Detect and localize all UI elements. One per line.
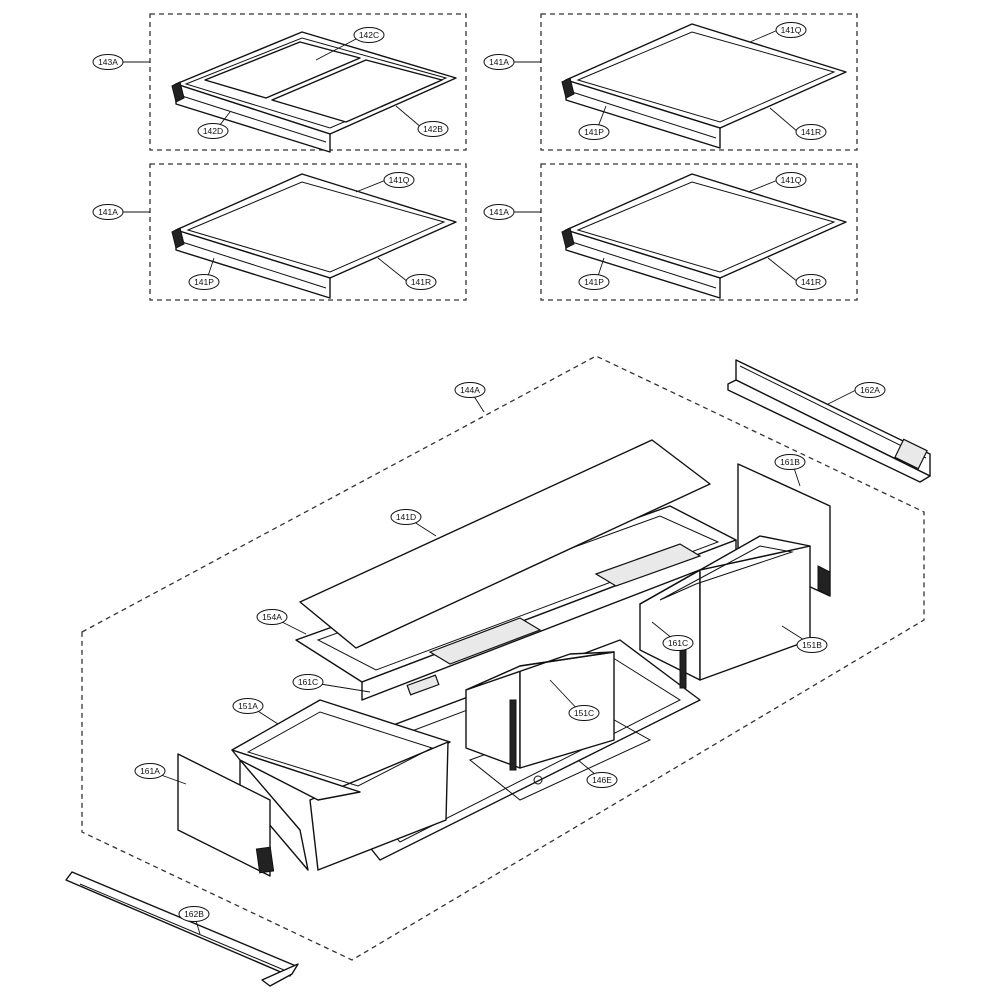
callout-141p: 141P [578, 274, 610, 290]
svg-text:141A: 141A [489, 207, 509, 217]
callout-161c: 161C [292, 674, 324, 690]
dashed-frame [540, 13, 858, 151]
svg-text:144A: 144A [460, 385, 480, 395]
callout-141q: 141Q [775, 172, 807, 188]
dashed-frame [149, 13, 467, 151]
svg-text:141R: 141R [801, 277, 821, 287]
dashed-frame [149, 163, 467, 301]
callout-151c: 151C [568, 705, 600, 721]
svg-text:151B: 151B [802, 640, 822, 650]
callout-141p: 141P [188, 274, 220, 290]
callout-151a: 151A [232, 698, 264, 714]
svg-text:151C: 151C [574, 708, 594, 718]
drawer-151b [639, 535, 811, 689]
callout-142c: 142C [353, 27, 385, 43]
callout-142d: 142D [197, 123, 229, 139]
callout-141d: 141D [390, 509, 422, 525]
callout-161c: 161C [662, 635, 694, 651]
svg-text:142D: 142D [203, 126, 223, 136]
callout-141r: 141R [795, 274, 827, 290]
callout-141a: 141A [483, 204, 515, 220]
svg-text:151A: 151A [238, 701, 258, 711]
callout-141p: 141P [578, 124, 610, 140]
drawer-151a [231, 699, 451, 871]
svg-text:146E: 146E [592, 775, 612, 785]
drawer-assembly-frame [81, 355, 925, 961]
shelf-assembly-143a [149, 13, 467, 153]
svg-text:141R: 141R [801, 127, 821, 137]
callout-141r: 141R [795, 124, 827, 140]
svg-text:141A: 141A [489, 57, 509, 67]
callout-144a: 144A [454, 382, 486, 398]
cover-161a [177, 753, 271, 877]
callout-141a: 141A [483, 54, 515, 70]
cover-frame-154a [295, 505, 737, 701]
svg-text:141A: 141A [98, 207, 118, 217]
svg-text:143A: 143A [98, 57, 118, 67]
callout-162a: 162A [854, 382, 886, 398]
callout-141q: 141Q [383, 172, 415, 188]
glass-141d [299, 439, 711, 649]
callout-154a: 154A [256, 609, 288, 625]
svg-text:141P: 141P [584, 277, 604, 287]
callout-141q: 141Q [775, 22, 807, 38]
drawer-151c [465, 651, 615, 771]
shelf-assembly-141a-3 [540, 163, 858, 301]
svg-text:141R: 141R [411, 277, 431, 287]
svg-text:141D: 141D [396, 512, 416, 522]
svg-text:142C: 142C [359, 30, 379, 40]
svg-text:161C: 161C [668, 638, 688, 648]
callout-142b: 142B [417, 121, 449, 137]
dashed-frame [540, 163, 858, 301]
shelf-assembly-141a-2 [149, 163, 467, 301]
rail-162b [65, 871, 299, 987]
callout-141a: 141A [92, 204, 124, 220]
svg-text:161C: 161C [298, 677, 318, 687]
svg-text:141P: 141P [194, 277, 214, 287]
svg-text:141P: 141P [584, 127, 604, 137]
callout-143a: 143A [92, 54, 124, 70]
svg-text:161B: 161B [780, 457, 800, 467]
shelf-assembly-141a-1 [540, 13, 858, 151]
svg-text:162B: 162B [184, 909, 204, 919]
callout-161a: 161A [134, 763, 166, 779]
callout-146e: 146E [586, 772, 618, 788]
svg-text:141Q: 141Q [781, 175, 802, 185]
glass-panel-left [204, 41, 361, 99]
rail-162a [727, 359, 931, 483]
callout-151b: 151B [796, 637, 828, 653]
svg-text:141Q: 141Q [781, 25, 802, 35]
callout-162b: 162B [178, 906, 210, 922]
svg-text:154A: 154A [262, 612, 282, 622]
svg-text:141Q: 141Q [389, 175, 410, 185]
svg-text:161A: 161A [140, 766, 160, 776]
svg-text:142B: 142B [423, 124, 443, 134]
svg-text:162A: 162A [860, 385, 880, 395]
callout-141r: 141R [405, 274, 437, 290]
glass-panel-right [271, 59, 443, 123]
callout-161b: 161B [774, 454, 806, 470]
